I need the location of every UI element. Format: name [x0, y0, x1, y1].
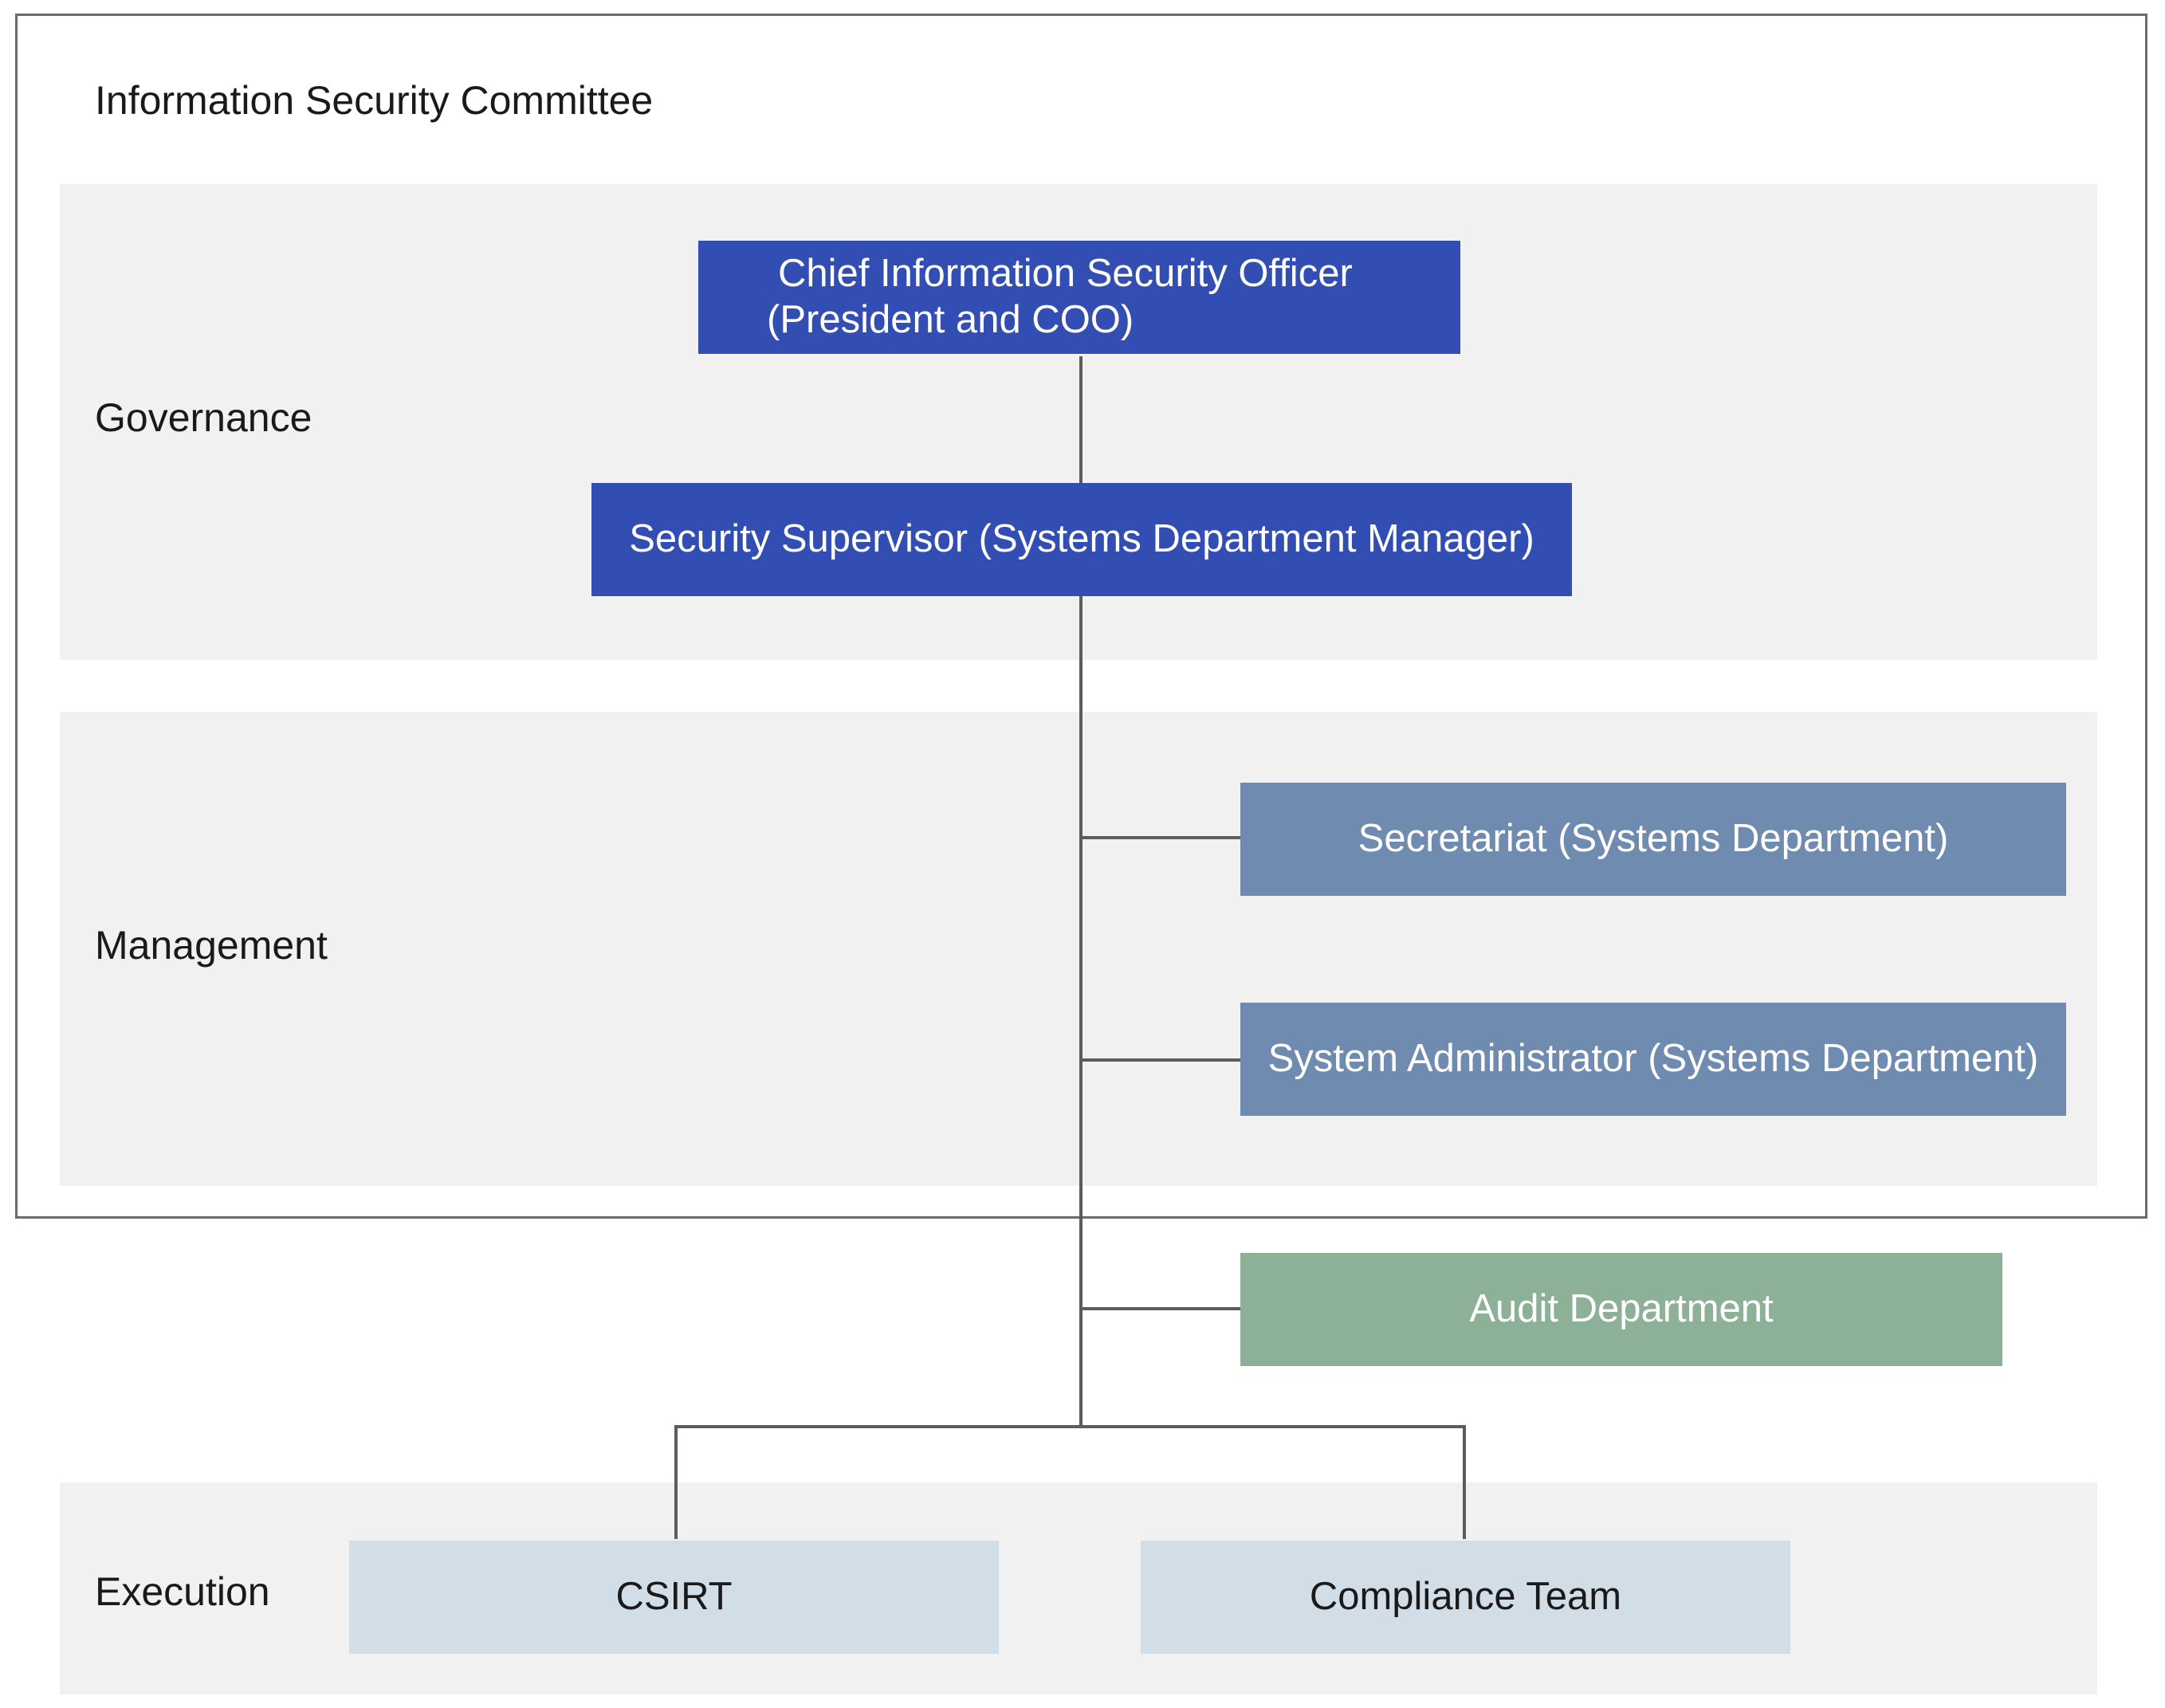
connector-to-secretariat [1079, 836, 1240, 839]
governance-label: Governance [95, 395, 312, 440]
connector-to-compliance-team [1463, 1425, 1466, 1539]
security-supervisor-label: Security Supervisor (Systems Department … [629, 517, 1534, 561]
system-administrator-label: System Administrator (Systems Department… [1267, 1037, 2039, 1081]
system-administrator-box: System Administrator (Systems Department… [1240, 1003, 2066, 1116]
connector-ciso-to-supervisor [1079, 356, 1082, 483]
connector-to-audit-department [1079, 1307, 1240, 1310]
ciso-title: Chief Information Security Officer [778, 252, 1353, 296]
committee-title: Information Security Committee [95, 78, 654, 123]
connector-execution-bar [674, 1425, 1466, 1428]
csirt-box: CSIRT [349, 1541, 999, 1654]
secretariat-label: Secretariat (Systems Department) [1358, 817, 1949, 861]
compliance-team-box: Compliance Team [1141, 1541, 1790, 1654]
csirt-label: CSIRT [615, 1575, 733, 1619]
ciso-subtitle: (President and COO) [767, 298, 1134, 341]
execution-label: Execution [95, 1569, 270, 1614]
compliance-team-label: Compliance Team [1309, 1575, 1622, 1619]
audit-department-box: Audit Department [1240, 1253, 2002, 1366]
connector-to-csirt [674, 1425, 678, 1539]
connector-main-trunk [1079, 596, 1082, 1427]
management-label: Management [95, 923, 328, 968]
connector-to-system-administrator [1079, 1058, 1240, 1062]
secretariat-box: Secretariat (Systems Department) [1240, 783, 2066, 896]
security-supervisor-box: Security Supervisor (Systems Department … [591, 483, 1572, 596]
ciso-box: Chief Information Security Officer (Pres… [698, 241, 1460, 354]
audit-department-label: Audit Department [1469, 1287, 1774, 1331]
